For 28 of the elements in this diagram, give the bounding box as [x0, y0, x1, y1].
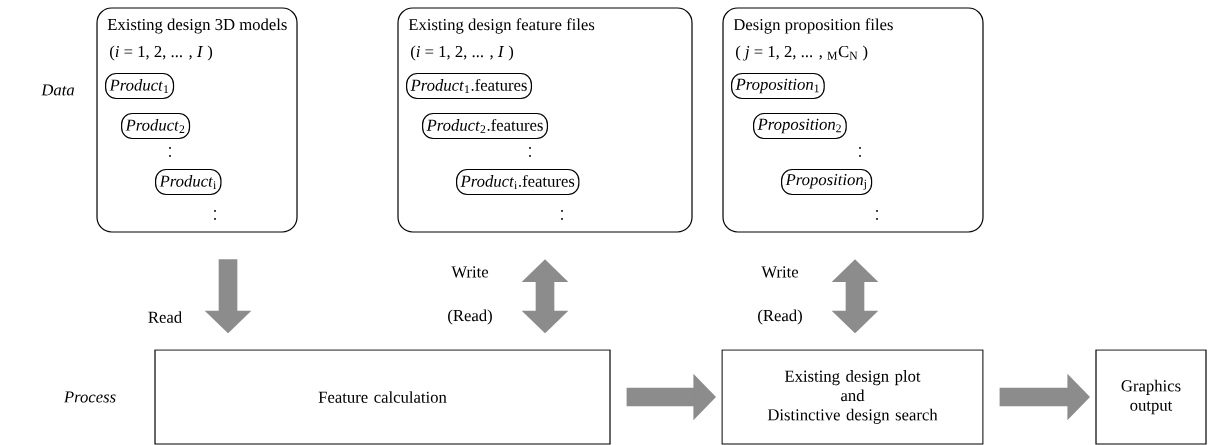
heading-text: Existing design 3D models — [107, 18, 287, 34]
heading-text: (i = 1, 2, ... , I ) — [411, 45, 514, 61]
side-label: Process — [63, 391, 116, 403]
file-pill: Proposition$_{2}$ — [753, 112, 847, 140]
file-pill: Proposition$_{j}$ — [781, 168, 873, 196]
process-box: Existing design plot and Distinctive design search — [721, 349, 984, 445]
side-label: Write — [761, 266, 799, 278]
file-pill: Product$_{2}$ — [121, 112, 191, 140]
heading-text: Design proposition files — [733, 18, 893, 34]
side-label: (Read) — [448, 309, 492, 325]
side-label: Read — [148, 311, 182, 323]
file-pill: Product$_{i}$ — [155, 168, 222, 196]
heading-text: ( j = 1, 2, ... , $_{M}$C$_{N}$ ) — [736, 45, 868, 61]
file-pill: Product$_{1}$.features — [406, 72, 533, 100]
side-label: Write — [451, 266, 489, 278]
container-box — [397, 7, 693, 233]
side-label: (Read) — [758, 309, 802, 325]
container-box — [722, 7, 984, 233]
container-box — [96, 7, 298, 233]
process-box: Feature calculation — [154, 349, 611, 445]
heading-text: Existing design feature files — [408, 18, 595, 34]
file-pill: Product$_{i}$.features — [456, 168, 580, 196]
file-pill: Proposition$_{1}$ — [731, 72, 825, 100]
heading-text: (i = 1, 2, ... , I ) — [110, 45, 213, 61]
file-pill: Product$_{2}$.features — [422, 112, 548, 140]
file-pill: Product$_{1}$ — [105, 72, 175, 100]
side-label: Data — [41, 84, 75, 96]
process-box: Graphics output — [1095, 349, 1207, 445]
